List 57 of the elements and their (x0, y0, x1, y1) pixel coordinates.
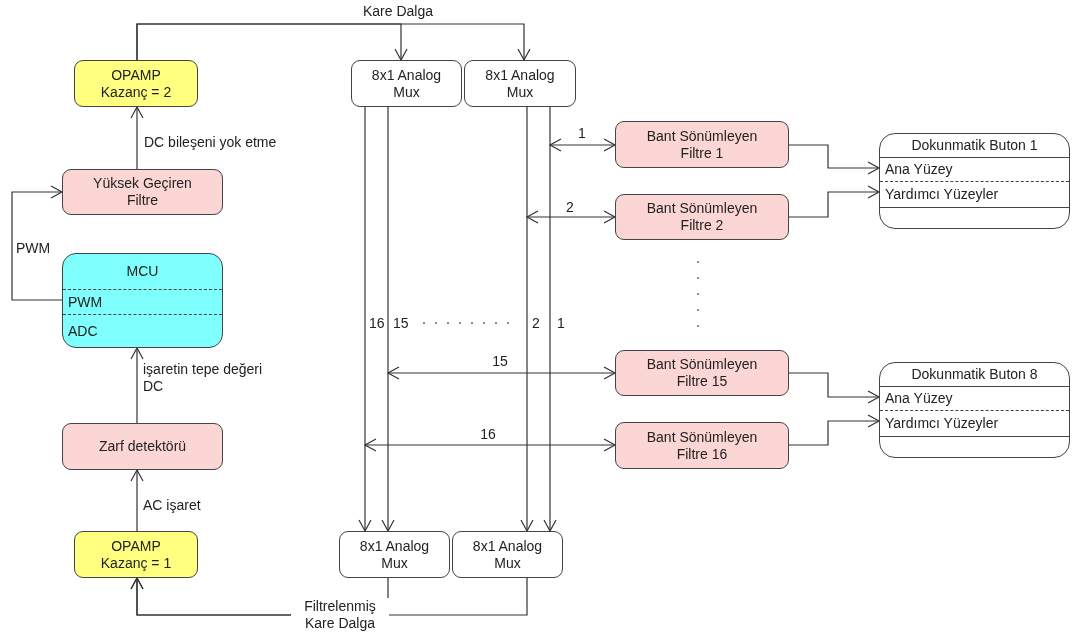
node-label: Bant Sönümleyen Filtre 15 (645, 356, 759, 390)
node-label: 8x1 Analog Mux (471, 537, 544, 572)
arrow (788, 372, 880, 404)
mux-box (351, 60, 462, 107)
arrow (130, 347, 144, 424)
node-label: Yüksek Geçiren Filtre (92, 175, 193, 209)
node-label: 8x1 Analog Mux (484, 66, 556, 101)
mux-box (452, 531, 563, 578)
amplifier-box (74, 531, 198, 578)
mux-box (339, 531, 450, 578)
arrow (788, 144, 880, 175)
arrow (788, 185, 880, 218)
touch-button-block (879, 362, 1070, 458)
arrow (358, 106, 372, 532)
arrow (549, 138, 616, 152)
node-label: Bant Sönümleyen Filtre 2 (645, 200, 759, 234)
mcu-block (62, 253, 223, 348)
mux-box (464, 60, 576, 107)
section-label: ADC (68, 322, 98, 340)
filter-box (615, 350, 789, 396)
node-label: 8x1 Analog Mux (370, 66, 443, 101)
arrow (788, 414, 880, 446)
node-label: 8x1 Analog Mux (358, 537, 431, 572)
arrow (364, 438, 616, 452)
filter-box (62, 169, 223, 215)
block-title: MCU (126, 263, 159, 280)
arrow (11, 185, 63, 301)
section-label: PWM (68, 293, 103, 311)
node-label: OPAMP Kazanç = 1 (99, 537, 173, 572)
edge-label: Kare Dalga (362, 2, 434, 20)
section-label: Yardımcı Yüzeyler (885, 415, 999, 432)
arrow (520, 106, 534, 532)
arrow (526, 210, 616, 224)
arrow (543, 106, 557, 532)
block-title: Dokunmatik Buton 1 (911, 137, 1038, 154)
arrow (381, 106, 395, 532)
arrow (130, 106, 144, 170)
filter-box (615, 194, 789, 240)
filter-box (615, 422, 789, 469)
detector-box (62, 423, 223, 470)
edge-label: DC bileşeni yok etme (143, 133, 278, 151)
section-label: Ana Yüzey (885, 390, 953, 407)
node-label: Bant Sönümleyen Filtre 16 (645, 428, 759, 463)
section-label: Ana Yüzey (885, 161, 953, 178)
arrow (136, 23, 531, 61)
node-label: Zarf detektörü (98, 438, 187, 455)
section-label: Yardımcı Yüzeyler (885, 186, 999, 203)
block-title: Dokunmatik Buton 8 (911, 366, 1038, 383)
node-label: Bant Sönümleyen Filtre 1 (645, 127, 759, 162)
filter-box (615, 121, 789, 168)
amplifier-box (74, 60, 198, 107)
arrow (387, 366, 616, 380)
edge-label: AC işaret (142, 496, 202, 514)
touch-button-block (879, 133, 1070, 229)
edge-label: Filtrelenmiş Kare Dalga (291, 598, 389, 632)
node-label: OPAMP Kazanç = 2 (99, 66, 173, 101)
arrow (130, 469, 144, 532)
